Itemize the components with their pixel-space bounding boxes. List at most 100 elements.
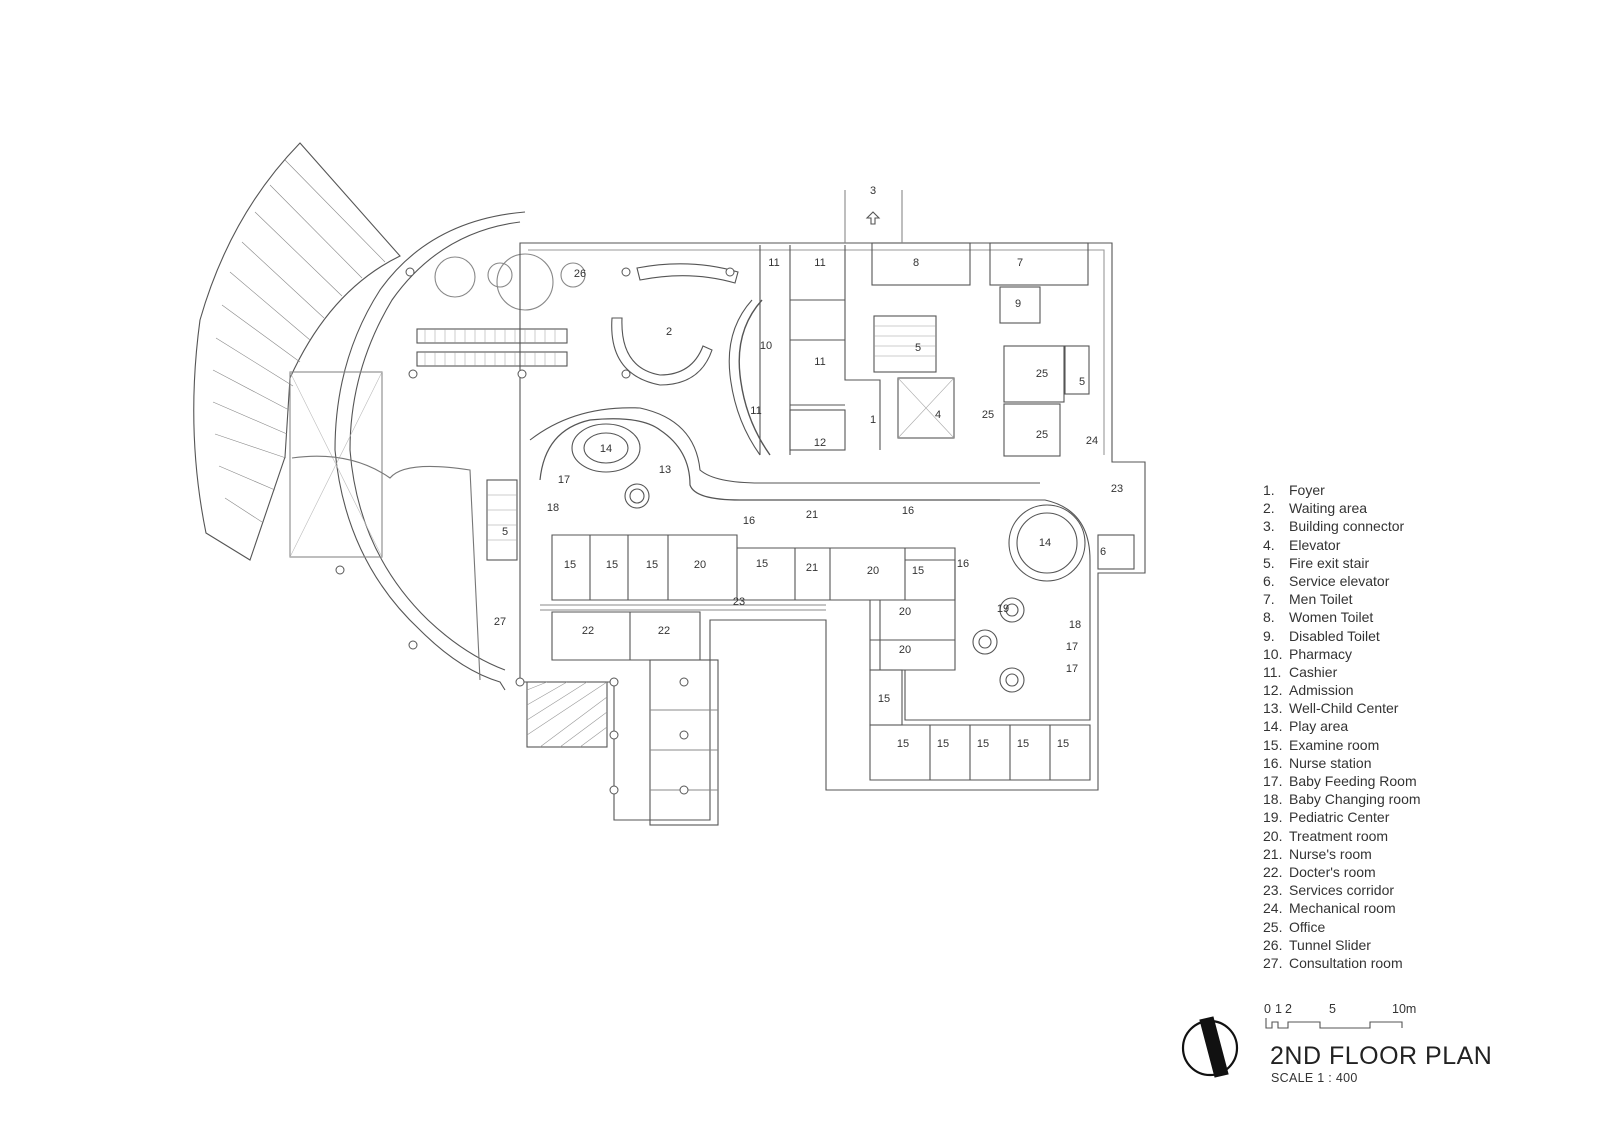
legend-item: 10.Pharmacy [1263, 645, 1421, 663]
legend-item-number: 12. [1263, 682, 1283, 699]
room-number-label: 15 [878, 693, 890, 705]
room-number-label: 15 [1017, 738, 1029, 750]
legend-item: 3.Building connector [1263, 517, 1421, 535]
room-number-label: 20 [867, 565, 879, 577]
room-number-label: 26 [574, 268, 586, 280]
room-number-label: 14 [1039, 537, 1051, 549]
legend-item: 6.Service elevator [1263, 572, 1421, 590]
room-number-label: 4 [935, 409, 941, 421]
room-number-label: 15 [756, 558, 768, 570]
legend-item-name: Services corridor [1289, 882, 1395, 899]
hall-outline [334, 211, 526, 691]
legend-item-number: 5. [1263, 554, 1275, 571]
legend-item-number: 3. [1263, 518, 1275, 535]
legend-item-number: 20. [1263, 827, 1283, 844]
play-element [624, 483, 650, 509]
room-number-label: 25 [982, 409, 994, 421]
legend-item-name: Fire exit stair [1289, 554, 1370, 571]
well-child-curve [539, 418, 1000, 501]
legend-item-number: 24. [1263, 900, 1283, 917]
room-number-label: 21 [806, 562, 818, 574]
scale-tick-5: 5 [1329, 1002, 1336, 1016]
legend-item: 25. Office [1263, 918, 1421, 936]
room-number-label: 8 [913, 257, 919, 269]
room-number-label: 20 [899, 606, 911, 618]
ramp-curve [291, 455, 481, 681]
room-number-label: 15 [897, 738, 909, 750]
room-number-label: 22 [582, 625, 594, 637]
legend-item-number: 21. [1263, 845, 1283, 862]
legend-item: 9. Disabled Toilet [1263, 627, 1421, 645]
exam-row-mid [737, 547, 956, 671]
room-number-label: 14 [600, 443, 612, 455]
legend-item-number: 7. [1263, 591, 1275, 608]
room-number-label: 3 [870, 185, 876, 197]
legend-item-name: Men Toilet [1289, 591, 1353, 608]
legend-item-number: 25. [1263, 918, 1283, 935]
room-number-label: 9 [1015, 298, 1021, 310]
legend-item: 14.Play area [1263, 717, 1421, 735]
scale-tick-2: 2 [1285, 1002, 1292, 1016]
scale-tick-0: 0 [1264, 1002, 1271, 1016]
legend-item: 23. Services corridor [1263, 881, 1421, 899]
slider-circle-1 [434, 256, 476, 298]
play-area-14b [1008, 504, 1086, 582]
escalator-2 [416, 351, 568, 367]
room-number-label: 18 [1069, 619, 1081, 631]
waiting-seating-top [636, 263, 739, 284]
legend-item-name: Disabled Toilet [1289, 627, 1380, 644]
legend-item-number: 17. [1263, 773, 1283, 789]
room-number-label: 13 [659, 464, 671, 476]
legend-item-name: Docter's room [1289, 863, 1376, 880]
legend-item-name: Well-Child Center [1289, 700, 1399, 717]
legend-item-number: 1. [1263, 482, 1275, 498]
legend-item-number: 11. [1263, 663, 1282, 680]
exam-row-top [551, 534, 738, 601]
canopy-hatching [212, 159, 386, 523]
room-number-label: 5 [502, 526, 508, 538]
legend-item-number: 26. [1263, 936, 1283, 953]
legend-item: 18.Baby Changing room [1263, 790, 1421, 808]
legend-item-name: Service elevator [1289, 572, 1390, 589]
room-number-label: 7 [1017, 257, 1023, 269]
legend-item-name: Cashier [1289, 663, 1338, 680]
room-number-label: 22 [658, 625, 670, 637]
legend-item-number: 23. [1263, 882, 1283, 899]
legend-item: 7. Men Toilet [1263, 590, 1421, 608]
stair-hatch [526, 681, 608, 748]
stair-5-left [486, 479, 518, 561]
room-number-label: 17 [1066, 663, 1078, 675]
slider-circle-2 [496, 253, 554, 311]
legend-item: 16.Nurse station [1263, 754, 1421, 772]
plan-title: 2ND FLOOR PLAN [1270, 1042, 1493, 1070]
room-number-label: 1 [870, 414, 876, 426]
plan-scale-note: SCALE 1 : 400 [1271, 1071, 1358, 1085]
legend-item-number: 18. [1263, 791, 1283, 808]
play-area-14a [571, 423, 641, 473]
building-outer-wall [519, 242, 1146, 821]
legend-item-number: 9. [1263, 627, 1275, 644]
legend-item: 24. Mechanical room [1263, 899, 1421, 917]
legend-item-number: 14. [1263, 718, 1283, 735]
room-number-label: 18 [547, 502, 559, 514]
legend-item: 12.Admission [1263, 681, 1421, 699]
legend-item-name: Mechanical room [1289, 900, 1396, 917]
legend-item-name: Nurse station [1289, 754, 1372, 771]
legend-item-number: 4. [1263, 536, 1275, 553]
legend-item: 8.Women Toilet [1263, 608, 1421, 626]
legend-item-name: Elevator [1289, 536, 1341, 553]
room-number-label: 20 [694, 559, 706, 571]
legend-item: 15.Examine room [1263, 736, 1421, 754]
legend-item: 1.Foyer [1263, 481, 1421, 499]
legend-item: 4. Elevator [1263, 536, 1421, 554]
legend-item: 2.Waiting area [1263, 499, 1421, 517]
legend-item-name: Examine room [1289, 736, 1380, 753]
legend-item-number: 8. [1263, 609, 1275, 626]
room-number-label: 27 [494, 616, 506, 628]
room-number-label: 15 [1057, 738, 1069, 750]
room-number-label: 11 [768, 257, 779, 269]
room-number-label: 24 [1086, 435, 1098, 447]
legend-item-name: Office [1289, 918, 1326, 935]
